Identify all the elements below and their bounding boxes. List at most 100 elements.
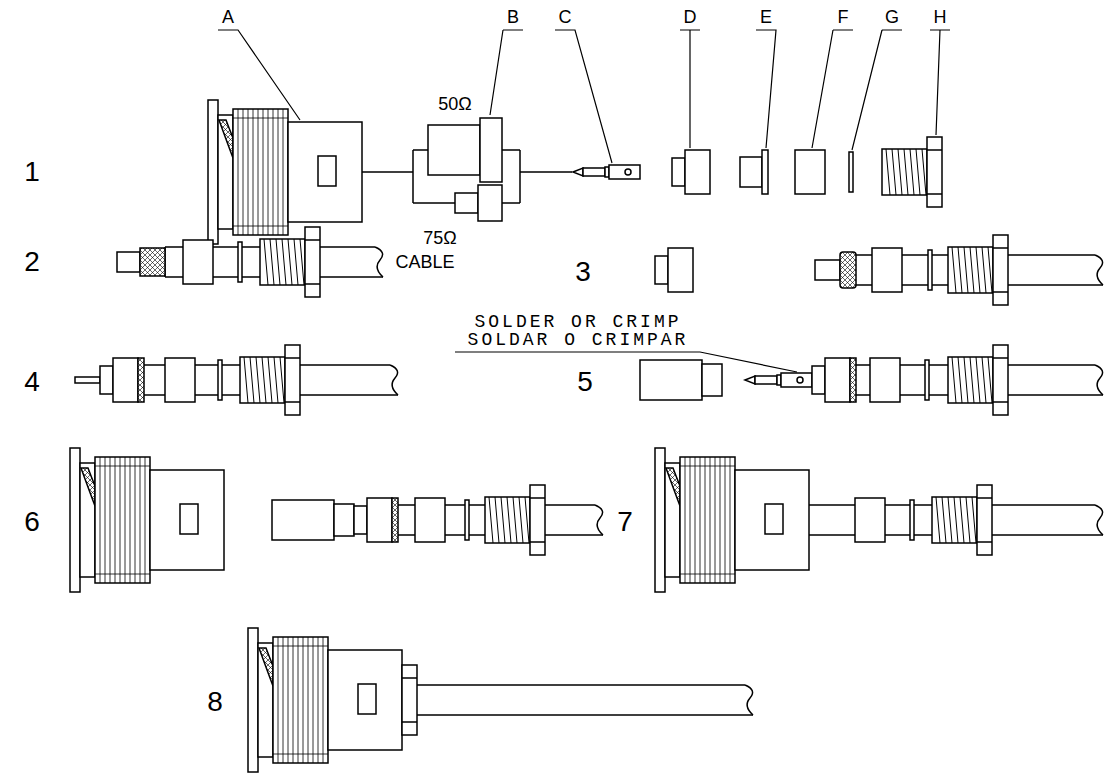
- label-holder: 7: [617, 508, 633, 536]
- row-4-cable: [165, 358, 195, 402]
- impedance-label: 75Ω: [423, 229, 456, 247]
- ferrule: [672, 150, 710, 194]
- label-holder: 8: [207, 688, 223, 716]
- gasket: [795, 150, 825, 194]
- row-6-cable: [485, 485, 545, 555]
- leader-lines: [930, 30, 950, 135]
- row-8-cable: [402, 665, 417, 735]
- label-holder: 2: [24, 248, 40, 276]
- leader-lines: [490, 30, 523, 115]
- step-number: 6: [24, 508, 40, 536]
- leader-lines: [455, 352, 797, 372]
- row-6-cable: [334, 504, 354, 536]
- part-letter: H: [934, 8, 947, 26]
- row-7-cable: [655, 448, 809, 592]
- row-6-cable: [415, 498, 445, 542]
- insulator-50: [480, 118, 502, 182]
- row-8-cable: [745, 685, 753, 715]
- row-6-cable: [272, 500, 334, 540]
- row-1-parts: [208, 100, 942, 244]
- row-4-cable: [240, 345, 300, 415]
- row-7-cable: [855, 498, 885, 542]
- label-holder: 75Ω: [423, 229, 456, 248]
- part-letter: B: [507, 8, 519, 26]
- row-4-cable: [390, 365, 398, 395]
- clamp: [740, 150, 768, 194]
- part-letter: C: [559, 8, 572, 26]
- row-7-cable: [655, 448, 1103, 592]
- row-8-cable: [402, 678, 417, 722]
- row-3-cable: [815, 260, 840, 280]
- part-letter: E: [760, 8, 772, 26]
- row-7-cable: [910, 500, 914, 540]
- step-number: 4: [24, 368, 40, 396]
- label-holder: H: [934, 8, 947, 27]
- note-text: SOLDER OR CRIMP: [474, 313, 681, 331]
- note-text: SOLDAR O CRIMPAR: [468, 331, 689, 349]
- leader-lines: [812, 30, 853, 148]
- contact-pin: [573, 165, 640, 179]
- leader-lines: [852, 30, 902, 150]
- step-number: 2: [24, 248, 40, 276]
- row-6-cable: [70, 448, 224, 592]
- insulator-75: [455, 193, 478, 213]
- row-6-cable: [70, 448, 603, 592]
- label-holder: B: [507, 8, 519, 27]
- part-letter: A: [222, 8, 234, 26]
- label-holder: 1: [24, 158, 40, 186]
- cable-label: CABLE: [395, 253, 454, 271]
- row-5-cable: [870, 358, 900, 402]
- row-3-cable: [948, 235, 1008, 305]
- row-5-cable: [812, 358, 850, 402]
- label-holder: 50Ω: [438, 95, 471, 114]
- row-5-cable: [745, 373, 812, 387]
- leader-lines: [218, 30, 300, 120]
- row-4-cable: [75, 345, 398, 415]
- label-holder: SOLDER OR CRIMP: [474, 313, 681, 331]
- step-number: 3: [575, 258, 591, 286]
- row-5-cable: [702, 364, 722, 396]
- row-8-cable: [248, 628, 402, 772]
- row-3-cable: [655, 235, 1103, 305]
- row-2-cable: [140, 248, 165, 276]
- row-8-cable: [248, 628, 753, 772]
- label-holder: G: [885, 8, 899, 27]
- label-holder: E: [760, 8, 772, 27]
- row-4-cable: [75, 377, 100, 383]
- label-holder: A: [222, 8, 234, 27]
- step-number: 8: [207, 688, 223, 716]
- row-7-cable: [932, 485, 992, 555]
- label-holder: 5: [577, 368, 593, 396]
- row-2-cable: [117, 227, 383, 297]
- row-3-cable: [928, 250, 932, 290]
- leader-lines: [218, 30, 950, 372]
- row-3-cable: [840, 252, 856, 288]
- row-5-cable: [1095, 365, 1103, 395]
- insulator-75: [478, 185, 502, 221]
- row-2-cable: [375, 247, 383, 277]
- row-5-cable: [925, 360, 929, 400]
- row-2-cable: [238, 242, 242, 282]
- label-holder: 4: [24, 368, 40, 396]
- bnc-plug-body: [208, 100, 362, 244]
- row-8-cable: [417, 685, 753, 715]
- label-holder: SOLDAR O CRIMPAR: [468, 331, 689, 349]
- part-letter: F: [838, 8, 849, 26]
- row-5-cable: [640, 345, 1103, 415]
- insulator-75: [455, 185, 502, 221]
- row-6-cable: [354, 498, 392, 542]
- row-3-cable: [655, 248, 693, 292]
- row-2-cable: [260, 227, 320, 297]
- part-letter: G: [885, 8, 899, 26]
- clamp-nut: [882, 137, 942, 207]
- row-4-cable: [218, 360, 222, 400]
- insulator-50: [428, 125, 480, 175]
- leader-lines: [555, 30, 612, 163]
- insulator-50: [428, 118, 502, 182]
- label-holder: 3: [575, 258, 591, 286]
- step-number: 5: [577, 368, 593, 396]
- row-3-cable: [872, 248, 902, 292]
- row-5-cable: [640, 360, 702, 400]
